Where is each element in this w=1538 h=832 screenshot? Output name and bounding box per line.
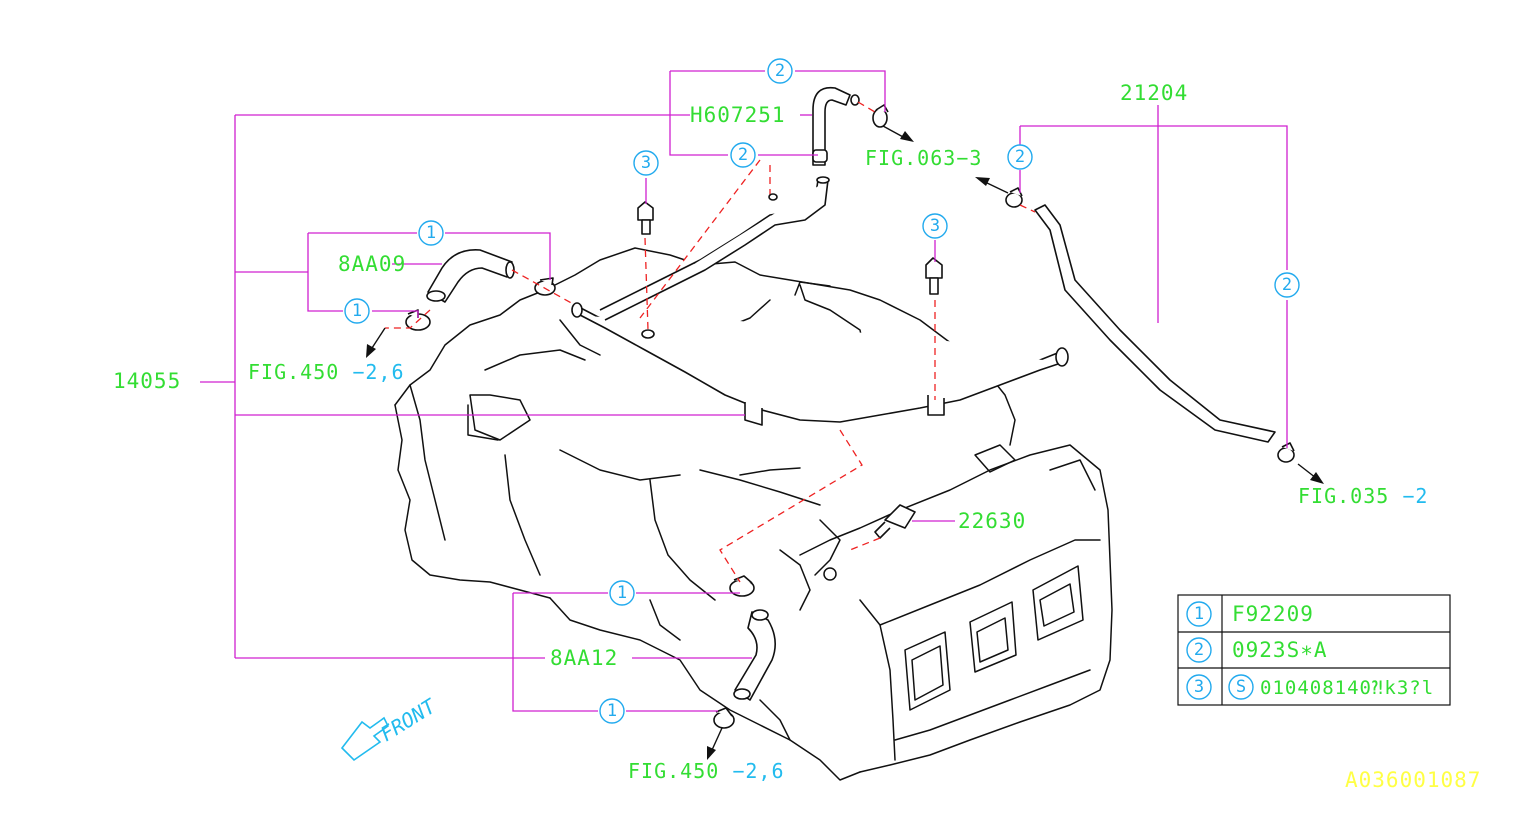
fig-ref-035-sub: −2 bbox=[1389, 484, 1428, 508]
svg-text:1: 1 bbox=[607, 701, 617, 721]
diagram-code: A036001087 bbox=[1345, 768, 1481, 792]
label-h607251: H607251 bbox=[690, 103, 786, 127]
fig-ref-450-bottom-main: FIG.450 bbox=[628, 759, 719, 783]
alignment-lines bbox=[385, 101, 1036, 583]
bolt-right bbox=[925, 257, 943, 295]
legend-row-1: 1 F92209 bbox=[1186, 601, 1314, 627]
label-8aa09: 8AA09 bbox=[338, 252, 406, 276]
label-8aa12: 8AA12 bbox=[550, 646, 618, 670]
leader-lines bbox=[200, 70, 1288, 712]
svg-text:2: 2 bbox=[738, 145, 748, 165]
callout-3-left: 3 bbox=[633, 150, 659, 176]
hose-h607251 bbox=[812, 86, 860, 166]
svg-text:1: 1 bbox=[426, 223, 436, 243]
label-21204: 21204 bbox=[1120, 81, 1188, 105]
fig-ref-063[interactable]: FIG.063−3 bbox=[865, 146, 982, 170]
svg-text:2: 2 bbox=[1282, 275, 1292, 295]
pcv-pipe-assembly bbox=[571, 176, 1069, 426]
flow-arrows bbox=[366, 125, 1324, 760]
legend-table: 1 F92209 2 0923S∗A 3 S 010408140⁈k3?l bbox=[1177, 594, 1451, 706]
fig-ref-450-top-sub: −2,6 bbox=[339, 360, 404, 384]
hose-8aa12 bbox=[733, 609, 776, 701]
legend-part-3: 010408140⁈k3?l bbox=[1260, 677, 1434, 699]
legend-prefix-3: S bbox=[1236, 677, 1246, 697]
fig-ref-450-bottom[interactable]: FIG.450 −2,6 bbox=[628, 759, 785, 783]
callout-1-8aa12-top: 1 bbox=[609, 580, 635, 606]
svg-text:2: 2 bbox=[775, 61, 785, 81]
label-14055: 14055 bbox=[113, 369, 181, 393]
fig-ref-450-bottom-sub: −2,6 bbox=[719, 759, 784, 783]
label-22630: 22630 bbox=[958, 509, 1026, 533]
svg-text:1: 1 bbox=[617, 583, 627, 603]
callout-1-8aa09-top: 1 bbox=[418, 220, 444, 246]
callout-1-8aa09-bottom: 1 bbox=[344, 298, 370, 324]
fig-ref-450-top[interactable]: FIG.450 −2,6 bbox=[248, 360, 405, 384]
callout-2-mid: 2 bbox=[730, 142, 756, 168]
svg-text:2: 2 bbox=[1015, 147, 1025, 167]
legend-row-3: 3 S 010408140⁈k3?l bbox=[1186, 674, 1434, 700]
hose-8aa09 bbox=[426, 249, 515, 303]
hose-21204 bbox=[1034, 204, 1276, 443]
figure-references: FIG.063−3 FIG.450 −2,6 FIG.035 −2 FIG.45… bbox=[248, 146, 1428, 783]
bolt-left bbox=[637, 201, 654, 235]
callout-1-8aa12-bottom: 1 bbox=[599, 698, 625, 724]
svg-text:3: 3 bbox=[1194, 677, 1204, 697]
front-arrow-icon bbox=[340, 716, 390, 762]
clamps bbox=[405, 104, 1295, 729]
callout-3-right: 3 bbox=[922, 213, 948, 239]
fig-ref-035-main: FIG.035 bbox=[1298, 484, 1389, 508]
legend-part-1: F92209 bbox=[1232, 602, 1314, 626]
svg-text:1: 1 bbox=[352, 301, 362, 321]
fig-ref-035[interactable]: FIG.035 −2 bbox=[1298, 484, 1428, 508]
sensor-22630 bbox=[874, 504, 916, 539]
callout-2-21204-right: 2 bbox=[1274, 272, 1300, 298]
front-label: FRONT bbox=[376, 693, 441, 746]
part-labels: 14055 21204 H607251 8AA09 8AA12 22630 bbox=[113, 81, 1188, 670]
svg-text:3: 3 bbox=[641, 153, 651, 173]
callouts: 2 2 3 3 1 1 2 2 1 1 bbox=[344, 58, 1300, 724]
svg-text:2: 2 bbox=[1194, 640, 1204, 660]
front-direction-indicator: FRONT bbox=[340, 693, 441, 762]
svg-text:1: 1 bbox=[1194, 604, 1204, 624]
callout-2-21204-top: 2 bbox=[1007, 144, 1033, 170]
fig-ref-450-top-main: FIG.450 bbox=[248, 360, 339, 384]
callout-2-top: 2 bbox=[767, 58, 793, 84]
svg-text:3: 3 bbox=[930, 216, 940, 236]
legend-row-2: 2 0923S∗A bbox=[1186, 637, 1328, 663]
legend-part-2: 0923S∗A bbox=[1232, 638, 1328, 662]
